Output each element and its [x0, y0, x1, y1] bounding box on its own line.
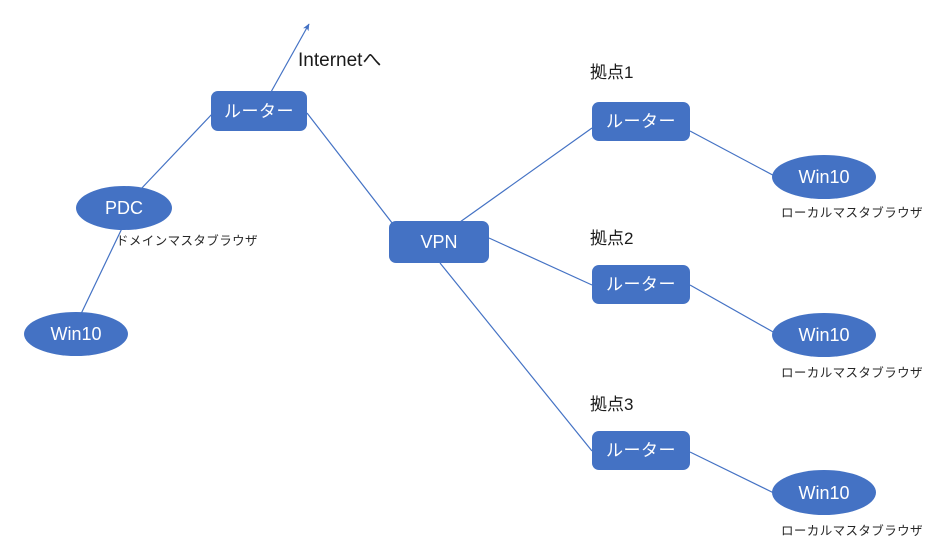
node-site3-router-label: ルーター — [606, 441, 676, 460]
node-site2-router-label: ルーター — [606, 275, 676, 294]
node-hq-win10-label: Win10 — [50, 324, 102, 344]
node-hq-win10[interactable]: Win10 — [24, 312, 128, 356]
site3-title: 拠点3 — [590, 395, 634, 414]
node-site1-win10-label: Win10 — [798, 167, 850, 187]
node-site2-router[interactable]: ルーター — [592, 265, 690, 304]
node-site3-win10-label: Win10 — [798, 482, 850, 503]
edge-site2-router-to-site2-win10 — [689, 284, 783, 338]
node-site1-win10[interactable]: Win10 — [772, 155, 876, 199]
edge-vpn-to-site3-router — [439, 262, 593, 452]
node-vpn[interactable]: VPN — [389, 221, 489, 263]
site3-win10-caption: ローカルマスタブラウザ — [781, 524, 923, 538]
node-site3-router[interactable]: ルーター — [592, 431, 690, 470]
node-pdc[interactable]: PDC — [76, 186, 172, 230]
site1-title: 拠点1 — [590, 63, 634, 82]
site1-win10-caption: ローカルマスタブラウザ — [781, 206, 923, 220]
node-hq-router-label: ルーター — [224, 101, 294, 121]
site2-title: 拠点2 — [590, 229, 634, 248]
edge-vpn-to-site1-router — [459, 127, 593, 223]
edge-hq-router-to-pdc — [139, 112, 214, 191]
site2-win10-caption: ローカルマスタブラウザ — [781, 366, 923, 380]
edge-vpn-to-site2-router — [488, 237, 593, 286]
node-site2-win10-label: Win10 — [798, 325, 850, 345]
node-hq-router[interactable]: ルーター — [211, 91, 307, 131]
node-vpn-label: VPN — [420, 232, 458, 252]
node-site1-router-label: ルーター — [606, 112, 676, 131]
internet-label: Internetへ — [298, 50, 382, 71]
node-pdc-label: PDC — [104, 198, 143, 218]
edge-site3-router-to-site3-win10 — [689, 451, 783, 498]
node-site3-win10[interactable]: Win10 — [772, 470, 876, 515]
edge-hq-router-to-vpn — [306, 112, 397, 229]
edge-site1-router-to-site1-win10 — [689, 130, 783, 181]
node-site1-router[interactable]: ルーター — [592, 102, 690, 141]
node-site2-win10[interactable]: Win10 — [772, 313, 876, 357]
pdc-caption: ドメインマスタブラウザ — [116, 234, 258, 248]
